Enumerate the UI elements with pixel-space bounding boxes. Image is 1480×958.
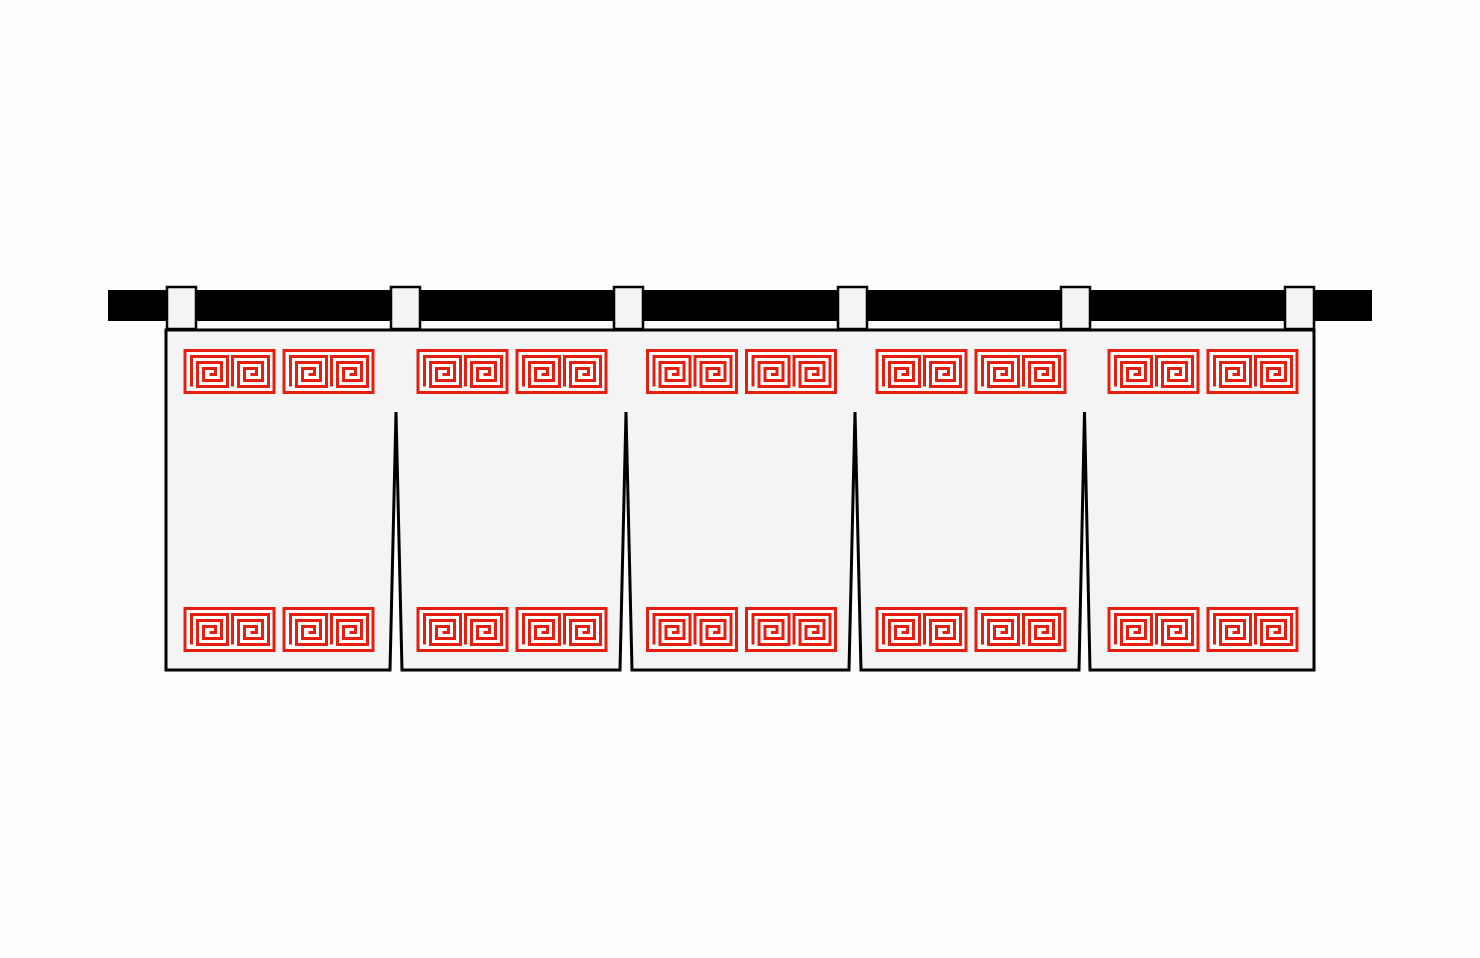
key-fret-motif xyxy=(745,607,837,652)
key-fret-motif xyxy=(875,349,968,394)
key-fret-motif xyxy=(1206,607,1299,652)
key-fret-motif xyxy=(416,607,509,652)
key-fret-motif xyxy=(875,607,968,652)
key-fret-motif xyxy=(183,607,276,652)
key-fret-motif xyxy=(974,349,1067,394)
curtain-tab xyxy=(389,285,422,331)
key-fret-motif xyxy=(974,607,1067,652)
curtain-tab xyxy=(165,285,198,331)
curtain-tab xyxy=(836,285,869,331)
curtain-fabric xyxy=(164,328,1316,672)
key-fret-motif xyxy=(646,349,738,394)
key-fret-motif xyxy=(282,607,375,652)
curtain-tab xyxy=(612,285,645,331)
key-fret-motif xyxy=(183,349,276,394)
key-fret-motif xyxy=(1107,607,1200,652)
curtain-tab xyxy=(1059,285,1092,331)
key-fret-motif xyxy=(416,349,509,394)
key-fret-motif xyxy=(515,607,608,652)
key-fret-motif xyxy=(745,349,837,394)
key-fret-motif xyxy=(1206,349,1299,394)
curtain-rod xyxy=(108,290,1372,321)
curtain-tab xyxy=(1283,285,1316,331)
key-fret-motif xyxy=(282,349,375,394)
key-fret-motif xyxy=(1107,349,1200,394)
key-fret-motif xyxy=(646,607,738,652)
key-fret-motif xyxy=(515,349,608,394)
